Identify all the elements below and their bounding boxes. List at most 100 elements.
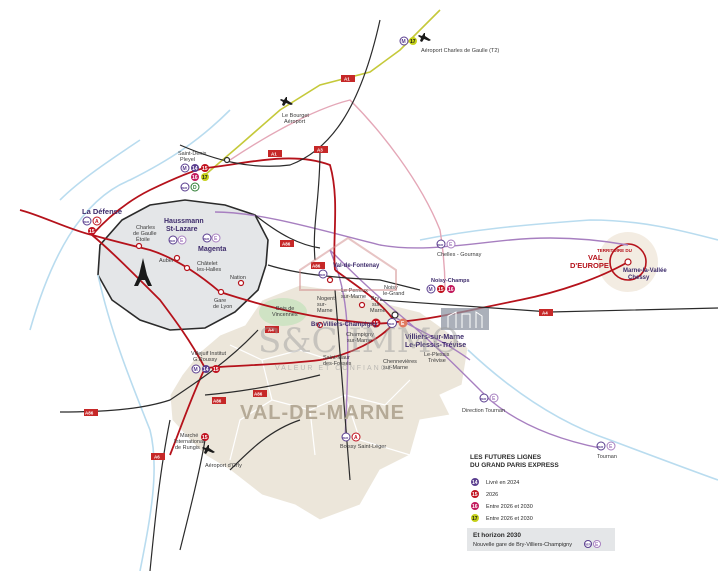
val-de-marne-label: VAL-DE-MARNE bbox=[240, 402, 405, 424]
airplane-icon bbox=[280, 97, 293, 106]
line-15-badge: 15 bbox=[89, 229, 95, 235]
road-label: A86 bbox=[312, 264, 321, 269]
nogent-label: sur- bbox=[317, 302, 327, 308]
saint-denis-label: Pleyel bbox=[180, 157, 195, 163]
chatelet-label: les-Halles bbox=[197, 267, 221, 273]
rungis-label: Marché bbox=[180, 433, 198, 439]
plessis-label: Le-Plessis bbox=[424, 352, 450, 358]
rer-e-badge: E bbox=[492, 396, 496, 402]
place-labels: Aéroport Charles de Gaulle (T2) Le Bourg… bbox=[82, 48, 667, 469]
rer-e-badge: E bbox=[401, 321, 405, 327]
bourget-label: Le Bourget bbox=[282, 113, 309, 119]
marne-vallee-label: Marne-la-Vallée bbox=[623, 268, 667, 274]
purple-lines bbox=[214, 211, 629, 449]
territoire-label: TERRITOIRE DU bbox=[597, 248, 632, 253]
metro-badge: M bbox=[194, 367, 198, 373]
cdg-label: Aéroport Charles de Gaulle (T2) bbox=[421, 48, 499, 54]
legend-badge: 14 bbox=[472, 480, 478, 486]
villiers-label: Villiers-sur-Marne bbox=[405, 334, 464, 341]
bois-label: Vincennes bbox=[272, 312, 298, 318]
rer-e-badge: E bbox=[595, 542, 599, 548]
saint-maur-label: des-Fossés bbox=[323, 361, 352, 367]
bry-label: Marne bbox=[370, 308, 386, 314]
legend-text: Entre 2026 et 2030 bbox=[486, 504, 533, 510]
line-15-badge: 15 bbox=[202, 166, 208, 172]
rungis-label: International bbox=[174, 439, 204, 445]
rer-badge: RER bbox=[83, 220, 90, 224]
road-label: A86 bbox=[85, 411, 94, 416]
line-16-badge: 16 bbox=[448, 287, 454, 293]
rer-badge: RER bbox=[319, 273, 326, 277]
territoire-label: VAL bbox=[588, 253, 603, 262]
nogent-label: Marne bbox=[317, 308, 333, 314]
villejuif-label: Villejuif Institut bbox=[191, 351, 227, 357]
champigny-label: sur-Marne bbox=[347, 338, 372, 344]
villejuif-label: G.Roussy bbox=[193, 357, 217, 363]
rer-badge: RER bbox=[388, 322, 395, 326]
line-15-badge: 15 bbox=[213, 367, 219, 373]
chatelet-label: Châtelet bbox=[197, 261, 218, 267]
road-label: A1 bbox=[271, 152, 277, 157]
road-label: A86 bbox=[282, 242, 291, 247]
metro-badge: M bbox=[402, 39, 406, 45]
bry-villiers-label: Bry-Villiers-Champigny bbox=[311, 322, 378, 328]
legend-item: 16 Entre 2026 et 2030 bbox=[471, 502, 533, 510]
line-15-badge: 15 bbox=[438, 287, 444, 293]
road-shields: A1 A1 A3 A86 A86 A4 A4 A86 A86 A6 A86 bbox=[84, 75, 553, 460]
la-defense-label: La Défense bbox=[82, 207, 122, 216]
rer-e-badge: E bbox=[449, 242, 453, 248]
cdg-etoile-label: Charles bbox=[136, 225, 155, 231]
haussmann-label: Haussmann bbox=[164, 218, 204, 225]
bry-label: sur- bbox=[372, 302, 382, 308]
legend: LES FUTURES LIGNES DU GRAND PARIS EXPRES… bbox=[467, 454, 615, 551]
legend-item: 15 2026 bbox=[471, 490, 498, 498]
line-14-badge: 14 bbox=[203, 367, 209, 373]
rivers bbox=[29, 109, 718, 571]
val-europe-ring bbox=[609, 243, 647, 281]
rer-badge: RER bbox=[480, 397, 487, 401]
watermark-logo: S&C IMMO VALEUR ET CONFIANCE bbox=[258, 236, 489, 372]
legend-item: 17 Entre 2026 et 2030 bbox=[471, 514, 533, 522]
noisy-label: Noisy bbox=[384, 285, 398, 291]
legend-title: DU GRAND PARIS EXPRESS bbox=[470, 462, 559, 469]
metro-badge: M bbox=[429, 287, 433, 293]
champigny-label: Champigny bbox=[346, 332, 374, 338]
line-17-badge: 17 bbox=[202, 175, 208, 181]
rer-e-badge: E bbox=[180, 238, 184, 244]
line-14-badge: 14 bbox=[192, 166, 198, 172]
bois-label: Bois de bbox=[276, 306, 294, 312]
legend-text: Entre 2026 et 2030 bbox=[486, 516, 533, 522]
gare-lyon-label: de Lyon bbox=[213, 304, 232, 310]
noisy-label: le-Grand bbox=[383, 291, 404, 297]
chennevieres-label: sur-Marne bbox=[383, 365, 408, 371]
rer-badge: RER bbox=[585, 543, 592, 547]
territoire-label: D'EUROPE bbox=[570, 261, 609, 270]
legend-item: 14 Livré en 2024 bbox=[471, 478, 519, 486]
legend-text: 2026 bbox=[486, 492, 498, 498]
rer-badge: RER bbox=[597, 445, 604, 449]
road-label: A3 bbox=[317, 148, 323, 153]
nation-label: Nation bbox=[230, 275, 246, 281]
auber-label: Auber bbox=[159, 258, 174, 264]
eiffel-tower-icon bbox=[134, 258, 152, 286]
noisy-champs-label: Noisy-Champs bbox=[431, 278, 470, 284]
legend-title: LES FUTURES LIGNES bbox=[470, 454, 542, 461]
road-label: A6 bbox=[154, 455, 160, 460]
line-17-badge: 17 bbox=[410, 39, 416, 45]
watermark-tagline: VALEUR ET CONFIANCE bbox=[275, 365, 394, 372]
bry-label: Bry bbox=[371, 296, 380, 302]
rer-badge: RER bbox=[181, 186, 188, 190]
metro-badge: M bbox=[183, 166, 187, 172]
bourget-label: Aéroport bbox=[284, 119, 306, 125]
stations bbox=[135, 156, 632, 329]
line-15-badge: 15 bbox=[373, 321, 379, 327]
magenta-label: Magenta bbox=[198, 246, 227, 253]
rer-e-badge: E bbox=[214, 236, 218, 242]
val-de-marne-subdivisions bbox=[229, 344, 411, 461]
legend-text: Livré en 2024 bbox=[486, 480, 519, 486]
legend-horizon-box bbox=[467, 528, 615, 551]
rer-badge: RER bbox=[342, 436, 349, 440]
watermark-brand: S&C IMMO bbox=[258, 321, 459, 361]
road-label: A1 bbox=[344, 77, 350, 82]
